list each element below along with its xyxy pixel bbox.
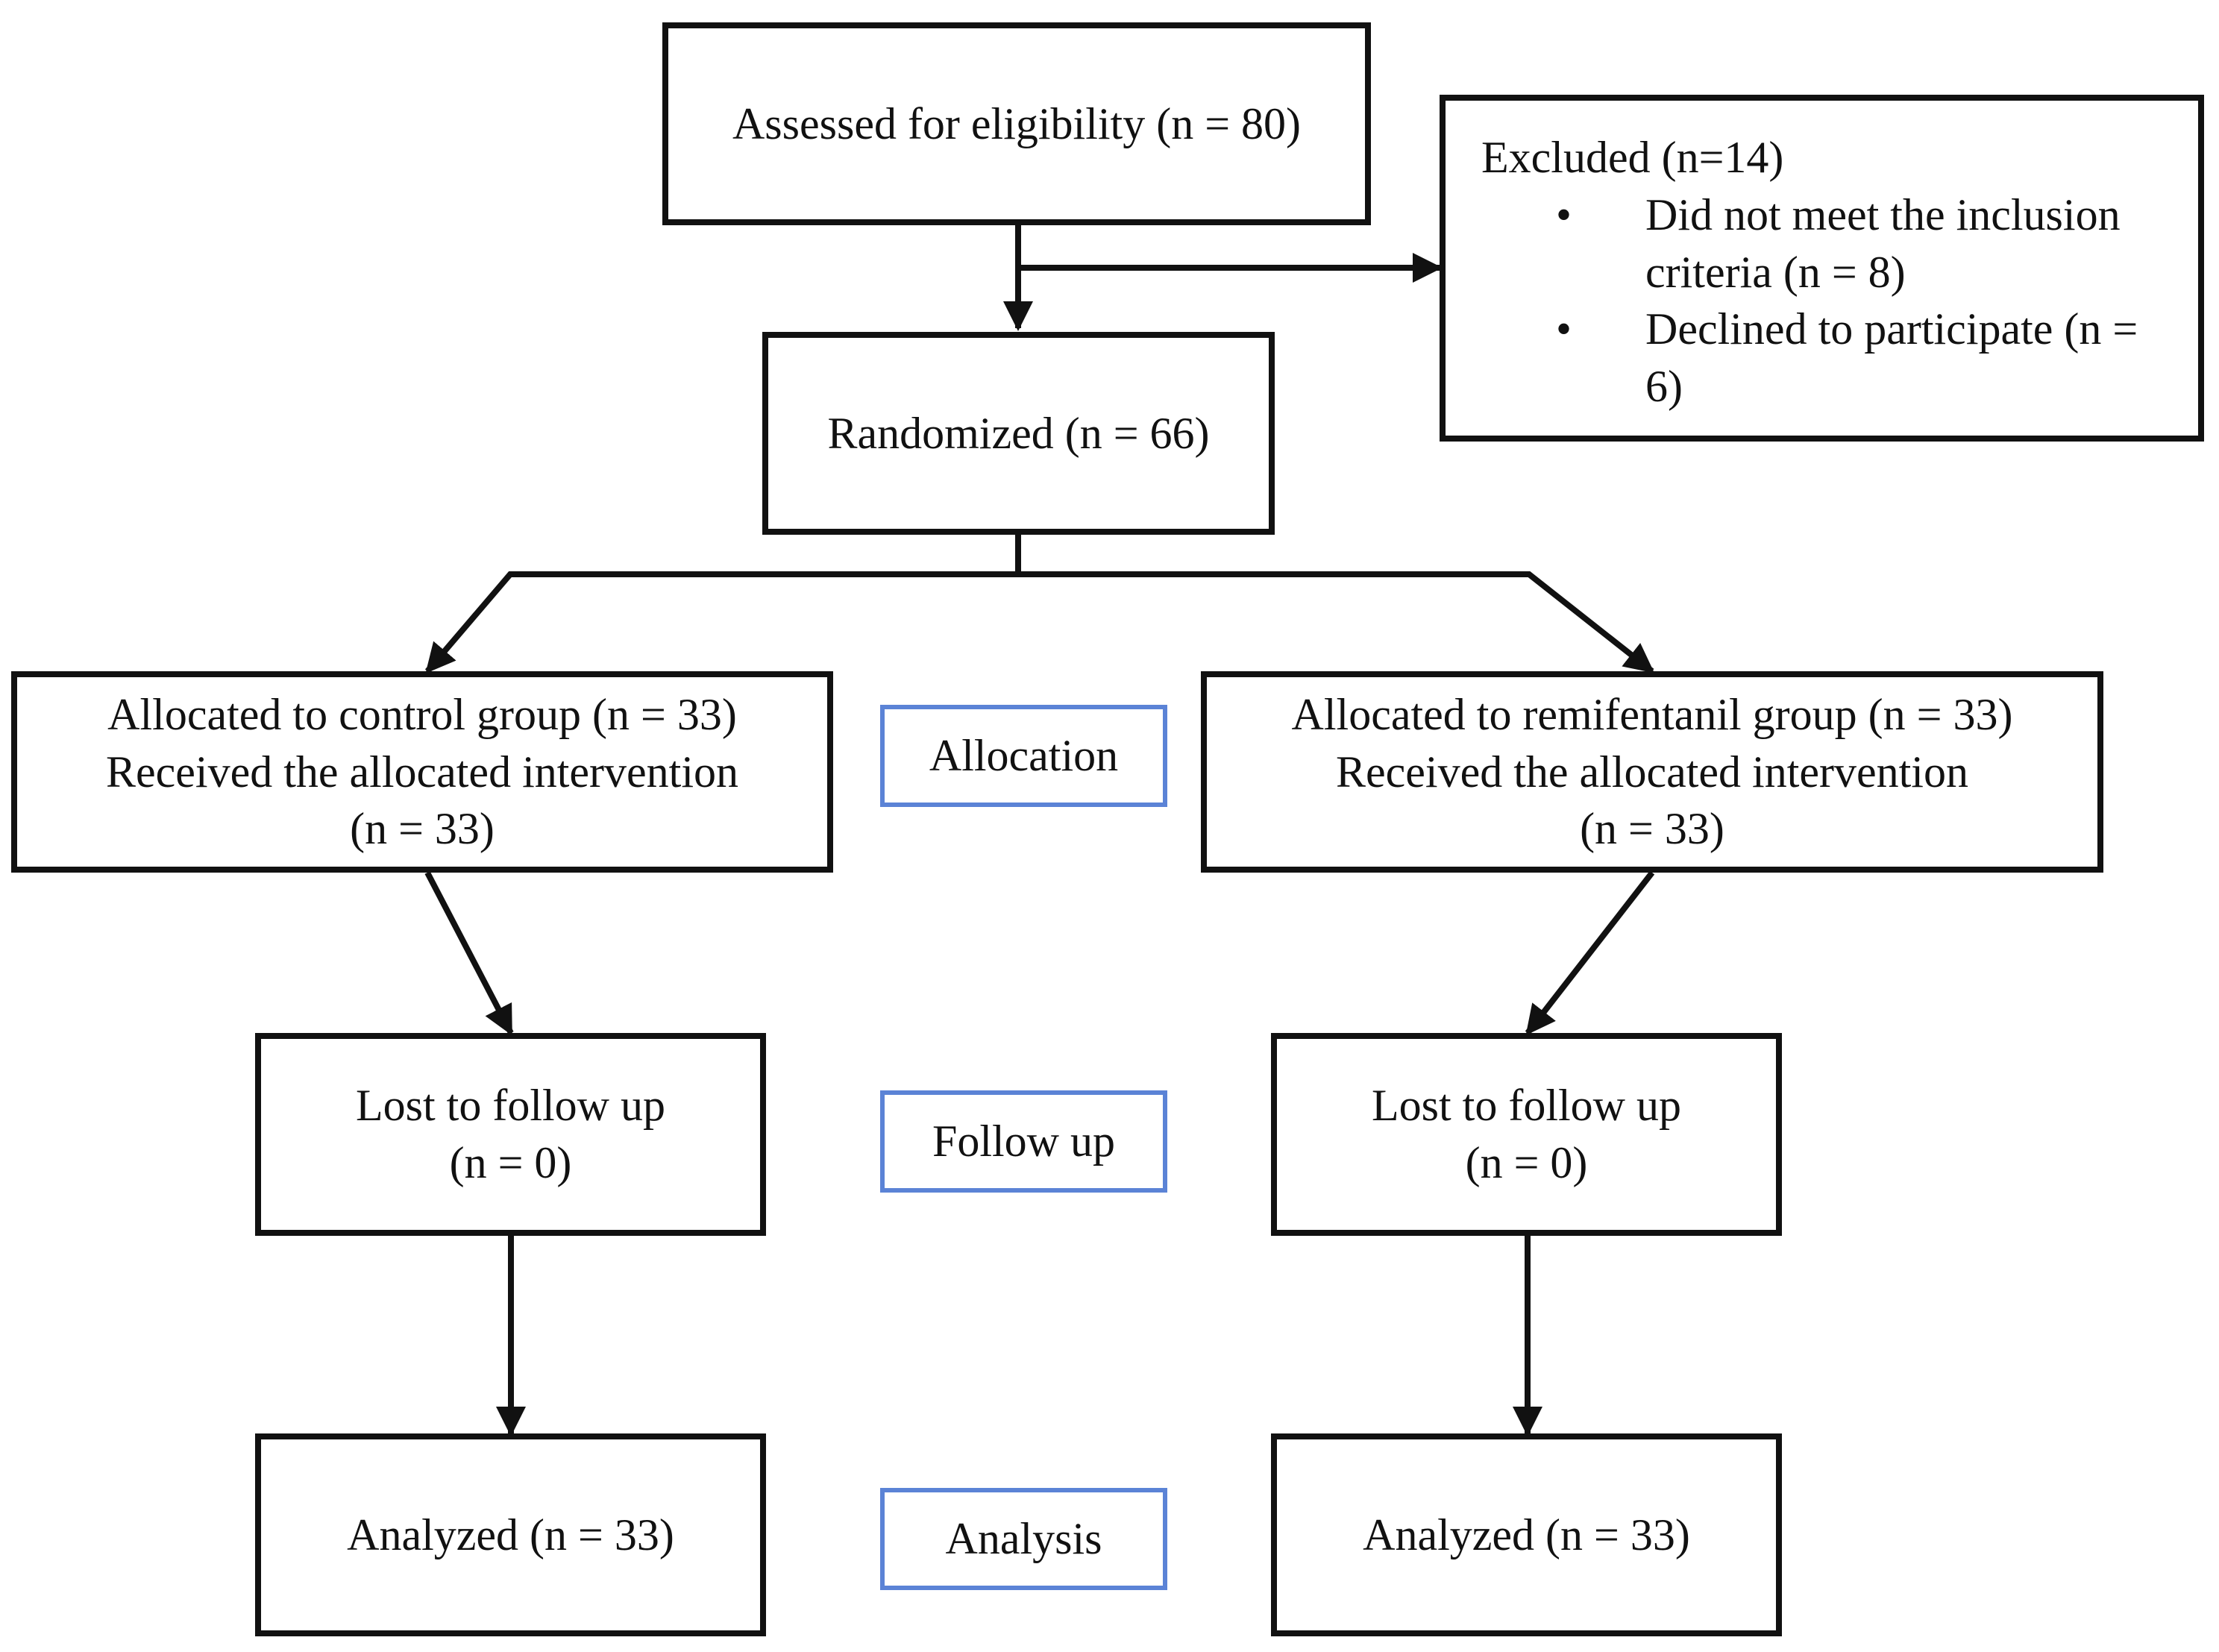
randomized-text: Randomized (n = 66) [827,408,1210,458]
assessed-eligibility-box: Assessed for eligibility (n = 80) [662,22,1371,225]
remifentanil-analysis-box: Analyzed (n = 33) [1271,1433,1782,1636]
exclusion-reason-text: Declined to participate (n = 6) [1645,304,2138,412]
analysis-stage-text: Analysis [945,1514,1102,1563]
excluded-title: Excluded (n=14) [1481,133,1784,182]
allocation-stage-text: Allocation [929,731,1119,780]
control-allocation-line: Allocated to control group (n = 33) [107,689,737,739]
arrow-randomized-to-remifentanil [1018,571,1655,674]
exclusion-reasons-list: • Did not meet the inclusion criteria (n… [1481,186,2168,415]
exclusion-reason: • Did not meet the inclusion criteria (n… [1481,186,2168,301]
control-followup-line: Lost to follow up [356,1081,665,1131]
exclusion-reason: • Declined to participate (n = 6) [1481,301,2168,415]
control-allocation-box: Allocated to control group (n = 33) Rece… [11,671,833,873]
analysis-stage-label: Analysis [880,1488,1167,1590]
arrow-randomized-to-control [424,571,1018,674]
remifentanil-analysis-text: Analyzed (n = 33) [1363,1510,1690,1560]
control-followup-line: (n = 0) [449,1138,572,1187]
remifentanil-allocation-box: Allocated to remifentanil group (n = 33)… [1201,671,2103,873]
remifentanil-allocation-line: Allocated to remifentanil group (n = 33) [1291,689,2013,739]
allocation-stage-label: Allocation [880,705,1167,807]
control-allocation-line: Received the allocated intervention [106,747,738,797]
remifentanil-followup-line: Lost to follow up [1372,1081,1681,1131]
excluded-box: Excluded (n=14) • Did not meet the inclu… [1440,95,2204,442]
control-analysis-box: Analyzed (n = 33) [255,1433,766,1636]
followup-stage-label: Follow up [880,1090,1167,1193]
bullet-icon: • [1556,304,1572,354]
control-analysis-text: Analyzed (n = 33) [347,1510,674,1560]
followup-stage-text: Follow up [932,1116,1116,1166]
remifentanil-followup-box: Lost to follow up (n = 0) [1271,1033,1782,1236]
arrow-remifentanil-allocation-to-followup [1525,870,1655,1036]
remifentanil-allocation-line: Received the allocated intervention [1336,747,1968,797]
exclusion-reason-text: Did not meet the inclusion criteria (n =… [1645,189,2121,297]
remifentanil-followup-line: (n = 0) [1465,1138,1588,1187]
bullet-icon: • [1556,189,1572,239]
assessed-eligibility-text: Assessed for eligibility (n = 80) [732,98,1302,148]
remifentanil-allocation-line: (n = 33) [1580,804,1724,854]
control-followup-box: Lost to follow up (n = 0) [255,1033,766,1236]
randomized-box: Randomized (n = 66) [762,332,1275,535]
arrow-control-allocation-to-followup [424,871,514,1036]
control-allocation-line: (n = 33) [350,804,495,854]
